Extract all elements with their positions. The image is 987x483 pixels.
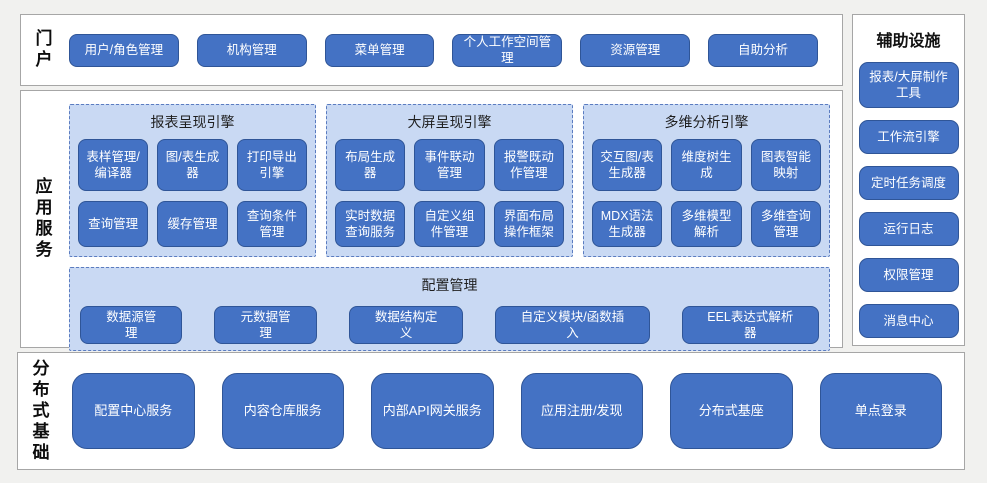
portal-section: 门户 用户/角色管理 机构管理 菜单管理 个人工作空间管理 资源管理 自助分析 (20, 14, 843, 86)
node-permission-management: 权限管理 (858, 258, 959, 292)
node-datasource-management: 数据源管理 (80, 306, 183, 344)
group-dashboard-rendering-engine: 大屏呈现引擎 布局生成器 事件联动管理 报警既动作管理 实时数据查询服务 自定义… (326, 104, 573, 257)
config-node-row: 数据源管理 元数据管理 数据结构定义 自定义模块/函数插入 EEL表达式解析器 (80, 306, 819, 344)
node-eel-expression-parser: EEL表达式解析器 (681, 306, 819, 344)
node-config-center-service: 配置中心服务 (72, 373, 195, 449)
node-resource-management: 资源管理 (580, 33, 691, 67)
node-alarm-action-management: 报警既动作管理 (493, 139, 564, 191)
node-realtime-data-query-service: 实时数据查询服务 (335, 201, 406, 247)
node-query-condition-management: 查询条件管理 (236, 201, 307, 247)
group-grid-olap-analysis-engine: 交互图/表生成器 维度树生成 图表智能映射 MDX语法生成器 多维模型解析 多维… (592, 139, 821, 247)
node-template-management-compiler: 表样管理/编译器 (78, 139, 149, 191)
auxiliary-facilities-section-label: 辅助设施 (876, 33, 941, 50)
group-title-olap-analysis-engine: 多维分析引擎 (664, 114, 749, 130)
node-data-structure-definition: 数据结构定义 (348, 306, 464, 344)
portal-section-label: 门户 (32, 29, 52, 71)
group-config-management: 配置管理 数据源管理 元数据管理 数据结构定义 自定义模块/函数插入 EEL表达… (69, 267, 830, 351)
node-workflow-engine: 工作流引擎 (858, 120, 959, 154)
node-multidim-model-parsing: 多维模型解析 (671, 201, 742, 247)
portal-node-row: 用户/角色管理 机构管理 菜单管理 个人工作空间管理 资源管理 自助分析 (63, 15, 842, 85)
app-services-section-label: 应用服务 (32, 177, 52, 261)
node-metadata-management: 元数据管理 (214, 306, 317, 344)
node-single-sign-on: 单点登录 (819, 373, 942, 449)
group-olap-analysis-engine: 多维分析引擎 交互图/表生成器 维度树生成 图表智能映射 MDX语法生成器 多维… (583, 104, 830, 257)
node-menu-management: 菜单管理 (324, 33, 435, 67)
distributed-base-section-label: 分布式基础 (29, 358, 49, 464)
node-content-repository-service: 内容仓库服务 (221, 373, 344, 449)
node-event-linkage-management: 事件联动管理 (414, 139, 485, 191)
app-services-content: 报表呈现引擎 表样管理/编译器 图/表生成器 打印导出引擎 查询管理 缓存管理 … (63, 91, 842, 351)
node-personal-workspace-management: 个人工作空间管理 (452, 33, 563, 67)
group-grid-dashboard-rendering-engine: 布局生成器 事件联动管理 报警既动作管理 实时数据查询服务 自定义组件管理 界面… (335, 139, 564, 247)
node-custom-component-management: 自定义组件管理 (414, 201, 485, 247)
auxiliary-node-column: 报表/大屏制作工具 工作流引擎 定时任务调度 运行日志 权限管理 消息中心 (858, 62, 959, 338)
node-ui-layout-operation-framework: 界面布局操作框架 (493, 201, 564, 247)
engine-groups-row: 报表呈现引擎 表样管理/编译器 图/表生成器 打印导出引擎 查询管理 缓存管理 … (69, 104, 830, 257)
node-internal-api-gateway-service: 内部API网关服务 (371, 373, 494, 449)
group-report-rendering-engine: 报表呈现引擎 表样管理/编译器 图/表生成器 打印导出引擎 查询管理 缓存管理 … (69, 104, 316, 257)
distributed-node-row: 配置中心服务 内容仓库服务 内部API网关服务 应用注册/发现 分布式基座 单点… (60, 353, 964, 469)
distributed-base-section: 分布式基础 配置中心服务 内容仓库服务 内部API网关服务 应用注册/发现 分布… (17, 352, 965, 470)
node-chart-smart-mapping: 图表智能映射 (750, 139, 821, 191)
node-app-registration-discovery: 应用注册/发现 (520, 373, 643, 449)
group-title-config-management: 配置管理 (421, 277, 478, 293)
group-title-report-rendering-engine: 报表呈现引擎 (150, 114, 235, 130)
group-title-dashboard-rendering-engine: 大屏呈现引擎 (407, 114, 492, 130)
node-self-service-analysis: 自助分析 (708, 33, 818, 67)
node-cache-management: 缓存管理 (157, 201, 228, 247)
node-print-export-engine: 打印导出引擎 (236, 139, 307, 191)
node-user-role-management: 用户/角色管理 (69, 33, 179, 67)
node-report-dashboard-authoring-tool: 报表/大屏制作工具 (858, 62, 959, 108)
node-mdx-syntax-generator: MDX语法生成器 (592, 201, 663, 247)
node-scheduled-task-scheduler: 定时任务调度 (858, 166, 959, 200)
node-distributed-base: 分布式基座 (670, 373, 793, 449)
app-services-section: 应用服务 报表呈现引擎 表样管理/编译器 图/表生成器 打印导出引擎 查询管理 … (20, 90, 843, 351)
node-custom-module-function-insert: 自定义模块/函数插入 (495, 306, 650, 344)
node-chart-table-generator: 图/表生成器 (157, 139, 228, 191)
node-layout-generator: 布局生成器 (335, 139, 406, 191)
node-multidim-query-management: 多维查询管理 (750, 201, 821, 247)
node-dimension-tree-generation: 维度树生成 (671, 139, 742, 191)
node-query-management: 查询管理 (78, 201, 149, 247)
node-interactive-chart-generator: 交互图/表生成器 (592, 139, 663, 191)
group-grid-report-rendering-engine: 表样管理/编译器 图/表生成器 打印导出引擎 查询管理 缓存管理 查询条件管理 (78, 139, 307, 247)
auxiliary-facilities-section: 辅助设施 报表/大屏制作工具 工作流引擎 定时任务调度 运行日志 权限管理 消息… (852, 14, 965, 346)
node-run-log: 运行日志 (858, 212, 959, 246)
node-org-management: 机构管理 (196, 33, 307, 67)
node-message-center: 消息中心 (858, 304, 959, 338)
